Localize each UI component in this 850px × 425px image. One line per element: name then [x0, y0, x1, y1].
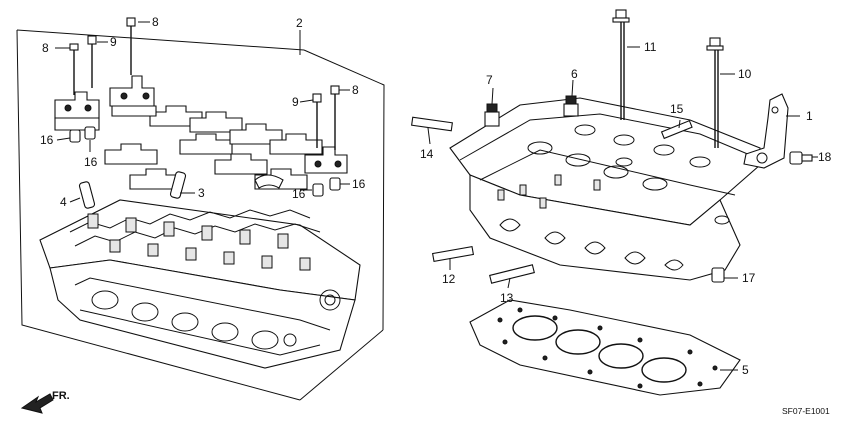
callout-15: 15: [670, 102, 684, 116]
callout-9b: 9: [292, 95, 299, 109]
spark-plug-tubes: [78, 171, 187, 209]
cylinder-head-left: [39, 199, 361, 369]
studs: [411, 116, 693, 284]
camshaft-holders: [54, 75, 348, 190]
leader-lines-left: [55, 21, 350, 203]
callout-16d: 16: [352, 177, 366, 191]
callout-8c: 8: [352, 83, 359, 97]
callout-10: 10: [738, 67, 752, 81]
head-bolts: [612, 9, 724, 148]
drawing-code: SF07-E1001: [782, 406, 830, 416]
callout-8a: 8: [152, 15, 159, 29]
callout-7: 5: [742, 363, 749, 377]
callout-5: 6: [571, 67, 578, 81]
callout-6: 7: [486, 73, 493, 87]
callout-3: 3: [198, 186, 205, 200]
bracket-bolt: [789, 151, 813, 165]
callout-16c: 16: [292, 187, 306, 201]
dowel-pins: [69, 126, 341, 197]
callouts-right: 11 10 7 6 15 1 18 14 12 13 17 5: [420, 40, 832, 377]
cylinder-head-assembly-frame: [16, 29, 385, 401]
callout-8b: 8: [42, 41, 49, 55]
callout-16a: 16: [40, 133, 54, 147]
callout-12: 12: [442, 272, 456, 286]
callout-16b: 16: [84, 155, 98, 169]
callout-4: 4: [60, 195, 67, 209]
callout-17: 17: [742, 271, 756, 285]
sealing-caps: [484, 95, 579, 127]
callout-9a: 9: [110, 35, 117, 49]
head-gasket: [469, 299, 741, 396]
front-label: FR.: [52, 390, 70, 402]
callout-13: 13: [500, 291, 514, 305]
front-direction-arrow-icon: FR.: [20, 390, 70, 414]
leader-lines-right: [427, 46, 818, 371]
callout-18: 18: [818, 150, 832, 164]
callout-14: 14: [420, 147, 434, 161]
callouts-left: 8 8 9 2 3 4 9 8 16 16 16 16: [40, 15, 366, 209]
cam-holder-bolts-left: [69, 17, 340, 150]
callout-2: 2: [296, 16, 303, 30]
callout-1: 1: [806, 109, 813, 123]
callout-11: 11: [644, 40, 657, 54]
engine-hanger-bracket: [743, 93, 789, 169]
